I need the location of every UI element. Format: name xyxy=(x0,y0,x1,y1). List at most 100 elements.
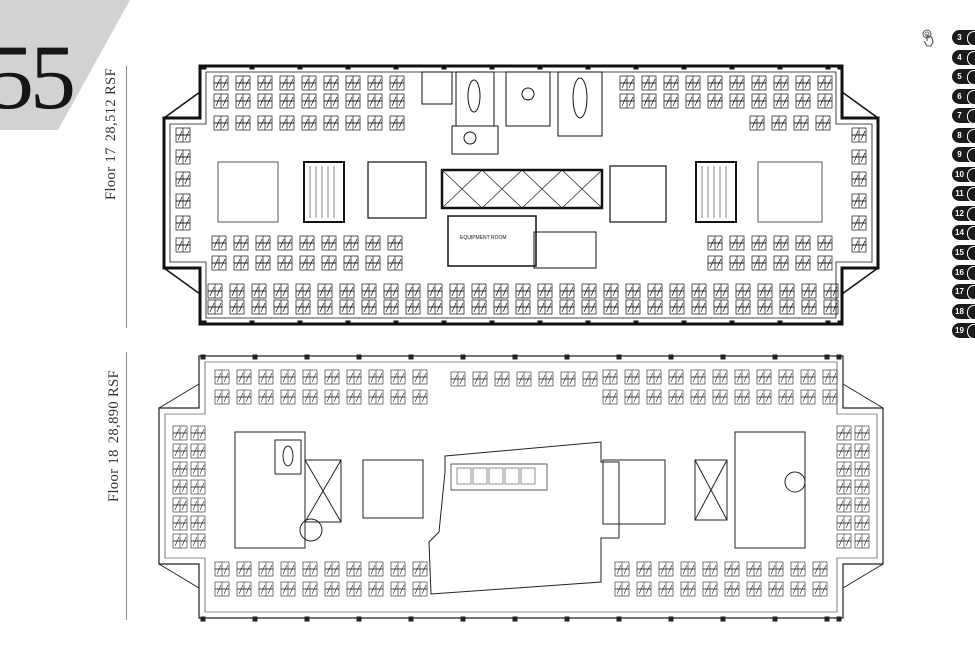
workstation-chair xyxy=(817,118,823,129)
workstation-chair xyxy=(370,302,376,313)
workstation-chair xyxy=(392,302,398,313)
workstation-chair xyxy=(199,500,205,511)
workstation-chair xyxy=(323,238,329,249)
workstation-chair xyxy=(716,78,722,89)
workstation-chair xyxy=(665,96,671,107)
workstation-chair xyxy=(421,584,427,595)
page-tab-16[interactable]: 16 xyxy=(952,264,975,281)
workstation-chair xyxy=(238,584,244,595)
page-tab-18[interactable]: 18 xyxy=(952,303,975,320)
workstation-chair xyxy=(281,96,287,107)
workstation-chair xyxy=(260,392,266,403)
page-tab-3[interactable]: 3 xyxy=(952,30,975,46)
workstation-chair xyxy=(753,78,759,89)
workstation-chair xyxy=(392,584,398,595)
workstation-chair xyxy=(863,482,869,493)
workstation-chair xyxy=(819,96,825,107)
workstation-chair xyxy=(325,118,331,129)
workstation-chair xyxy=(355,564,361,575)
workstation-chair xyxy=(311,564,317,575)
workstation-chair xyxy=(780,372,786,383)
page-tab-7[interactable]: 7 xyxy=(952,108,975,125)
workstation-chair xyxy=(429,286,435,297)
workstation-chair xyxy=(215,78,221,89)
workstation-chair xyxy=(638,564,644,575)
workstation-chair xyxy=(856,536,862,547)
workstation-chair xyxy=(311,392,317,403)
structural-column xyxy=(393,320,399,326)
workstation-chair xyxy=(310,118,316,129)
page-tab-number: 5 xyxy=(957,72,962,82)
workstation-chair xyxy=(385,302,391,313)
page-tab-19[interactable]: 19 xyxy=(952,323,975,340)
workstation-chair xyxy=(414,372,420,383)
workstation-chair xyxy=(399,392,405,403)
workstation-chair xyxy=(282,392,288,403)
page-tab-17[interactable]: 17 xyxy=(952,284,975,301)
page-tab-11[interactable]: 11 xyxy=(952,186,975,203)
workstation-chair xyxy=(627,286,633,297)
workstation-chair xyxy=(826,78,832,89)
workstation-chair xyxy=(743,392,749,403)
workstation-chair xyxy=(333,392,339,403)
page-tab-marker xyxy=(967,109,975,125)
workstation-chair xyxy=(326,584,332,595)
workstation-chair xyxy=(809,392,815,403)
workstation-chair xyxy=(860,218,866,229)
workstation-chair xyxy=(621,96,627,107)
workstation-chair xyxy=(831,392,837,403)
workstation-chair xyxy=(303,118,309,129)
workstation-chair xyxy=(192,464,198,475)
workstation-chair xyxy=(266,96,272,107)
workstation-chair xyxy=(766,286,772,297)
page-tab-15[interactable]: 15 xyxy=(952,245,975,262)
workstation-chair xyxy=(174,518,180,529)
workstation-chair xyxy=(612,302,618,313)
workstation-chair xyxy=(495,302,501,313)
workstation-chair xyxy=(216,584,222,595)
page-tab-marker xyxy=(967,31,975,46)
workstation-chair xyxy=(775,258,781,269)
structural-column xyxy=(345,64,351,70)
page-tab-marker xyxy=(967,265,975,281)
structural-column xyxy=(408,616,414,622)
workstation-chair xyxy=(825,302,831,313)
workstation-chair xyxy=(621,78,627,89)
page-tab-6[interactable]: 6 xyxy=(952,88,975,105)
workstation-chair xyxy=(238,286,244,297)
workstation-chair xyxy=(797,258,803,269)
workstation-chair xyxy=(220,258,226,269)
workstation-chair xyxy=(174,446,180,457)
structural-column xyxy=(729,64,735,70)
workstation-chair xyxy=(628,78,634,89)
structural-column xyxy=(772,354,778,360)
workstation-chair xyxy=(860,152,866,163)
workstation-chair xyxy=(374,238,380,249)
page-tab-number: 17 xyxy=(955,287,964,297)
page-tab-12[interactable]: 12 xyxy=(952,205,975,222)
workstation-chair xyxy=(604,372,610,383)
page-tab-number: 19 xyxy=(955,326,964,336)
page-tab-5[interactable]: 5 xyxy=(952,69,975,86)
structural-column xyxy=(201,320,207,326)
workstation-chair xyxy=(623,584,629,595)
page-tab-8[interactable]: 8 xyxy=(952,127,975,144)
workstation-chair xyxy=(333,584,339,595)
workstation-chair xyxy=(184,240,190,251)
workstation-chair xyxy=(414,392,420,403)
workstation-chair xyxy=(347,78,353,89)
page-tab-10[interactable]: 10 xyxy=(952,166,975,183)
page-tab-4[interactable]: 4 xyxy=(952,49,975,66)
structural-column xyxy=(489,320,495,326)
workstation-chair xyxy=(689,564,695,575)
workstation-chair xyxy=(301,258,307,269)
workstation-chair xyxy=(733,564,739,575)
page-tab-9[interactable]: 9 xyxy=(952,147,975,164)
touch-hand-icon xyxy=(922,29,934,47)
structural-column xyxy=(304,616,310,622)
page-tab-14[interactable]: 14 xyxy=(952,225,975,242)
workstation-chair xyxy=(495,286,501,297)
structural-column xyxy=(252,354,258,360)
workstation-chair xyxy=(672,96,678,107)
workstation-chair xyxy=(421,564,427,575)
